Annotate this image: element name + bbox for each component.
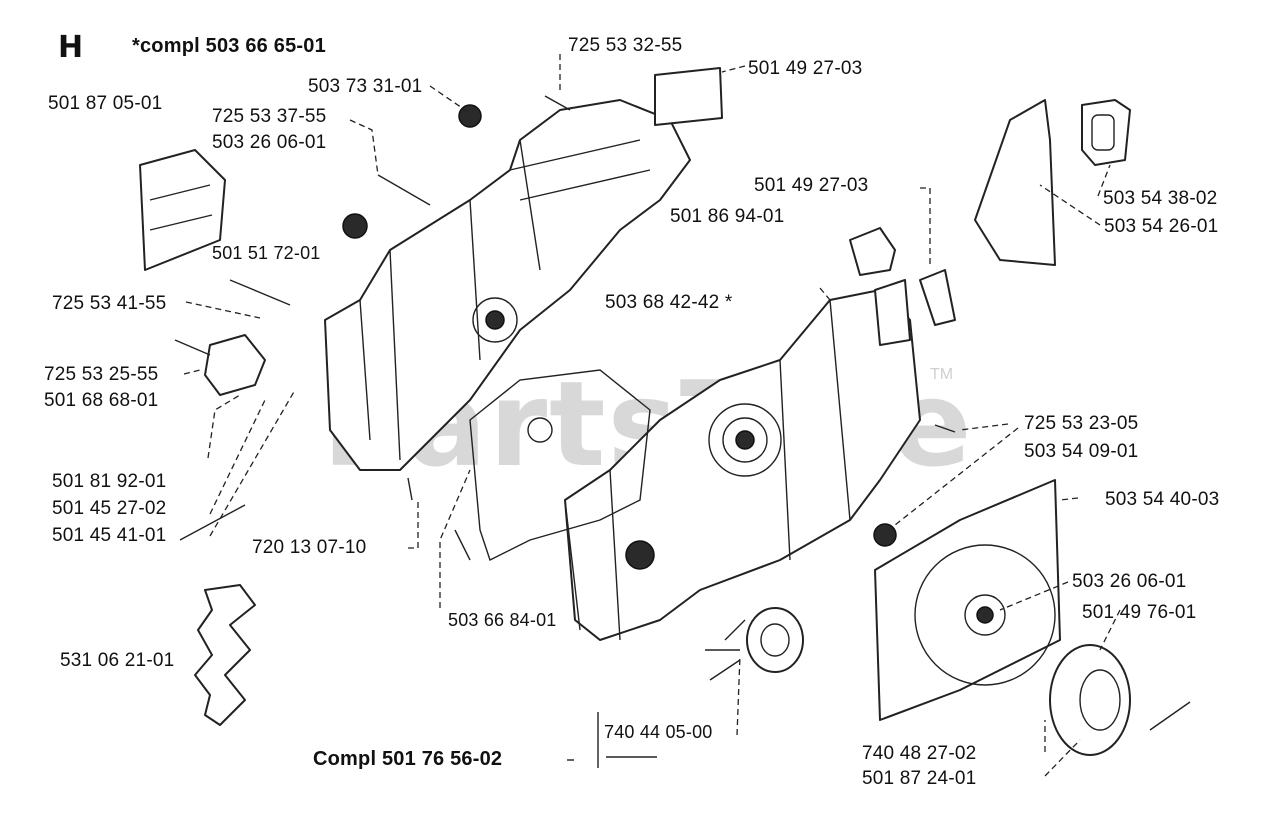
pump-part <box>705 607 804 681</box>
bearing-part <box>342 213 368 239</box>
label-501-68-68-01: 501 68 68-01 <box>44 390 159 411</box>
label-501-81-92-01: 501 81 92-01 <box>52 471 167 492</box>
label-503-54-40-03: 503 54 40-03 <box>1105 489 1220 510</box>
bracket-small-part <box>874 279 911 346</box>
label-501-45-41-01: 501 45 41-01 <box>52 525 167 546</box>
label-501-87-24-01: 501 87 24-01 <box>862 768 977 789</box>
label-501-49-27-03-b: 501 49 27-03 <box>754 175 869 196</box>
trademark-mark: TM <box>930 366 954 383</box>
gasket-part <box>469 369 651 561</box>
crankcase-right-part <box>564 289 921 641</box>
seal-part <box>1081 99 1131 166</box>
leader-lines <box>183 54 1121 777</box>
label-compl-top: *compl 503 66 65-01 <box>132 35 326 57</box>
clutch-part <box>1049 644 1131 756</box>
lever-part <box>919 269 956 326</box>
label-compl-bottom: Compl 501 76 56-02 <box>313 748 503 770</box>
assembly-bracket <box>567 712 657 768</box>
label-503-73-31-01: 503 73 31-01 <box>308 76 423 97</box>
air-duct-part <box>974 99 1056 266</box>
nut-part <box>458 104 482 128</box>
starter-cover-part <box>874 479 1061 721</box>
label-503-26-06-01-a: 503 26 06-01 <box>212 132 327 153</box>
bracket-part <box>204 334 266 396</box>
label-720-13-07-10: 720 13 07-10 <box>252 537 367 558</box>
label-740-48-27-02: 740 48 27-02 <box>862 743 977 764</box>
label-725-53-37-55: 725 53 37-55 <box>212 106 327 127</box>
bumper-spike-part <box>194 584 256 726</box>
label-740-44-05-00: 740 44 05-00 <box>604 722 713 742</box>
plug-part <box>873 523 897 547</box>
crankcase-left-part <box>324 99 691 471</box>
label-503-66-84-01: 503 66 84-01 <box>448 610 557 630</box>
label-725-53-41-55: 725 53 41-55 <box>52 293 167 314</box>
section-letter: H <box>58 30 84 65</box>
label-503-54-09-01: 503 54 09-01 <box>1024 441 1139 462</box>
label-503-54-38-02: 503 54 38-02 <box>1103 188 1218 209</box>
label-725-53-25-55: 725 53 25-55 <box>44 364 159 385</box>
label-503-26-06-01-b: 503 26 06-01 <box>1072 571 1187 592</box>
label-531-06-21-01: 531 06 21-01 <box>60 650 175 671</box>
clip-part <box>654 67 723 126</box>
label-725-53-23-05: 725 53 23-05 <box>1024 413 1139 434</box>
label-501-87-05-01: 501 87 05-01 <box>48 93 163 114</box>
label-503-54-26-01: 503 54 26-01 <box>1104 216 1219 237</box>
label-503-68-42-42: 503 68 42-42 * <box>605 292 733 313</box>
cap-part <box>849 227 896 276</box>
screws <box>174 95 1191 731</box>
label-501-51-72-01: 501 51 72-01 <box>212 243 321 263</box>
label-725-53-32-55: 725 53 32-55 <box>568 35 683 56</box>
label-501-45-27-02: 501 45 27-02 <box>52 498 167 519</box>
cover-plate-part <box>139 149 226 271</box>
label-501-49-27-03-a: 501 49 27-03 <box>748 58 863 79</box>
label-501-86-94-01: 501 86 94-01 <box>670 206 785 227</box>
label-501-49-76-01: 501 49 76-01 <box>1082 602 1197 623</box>
